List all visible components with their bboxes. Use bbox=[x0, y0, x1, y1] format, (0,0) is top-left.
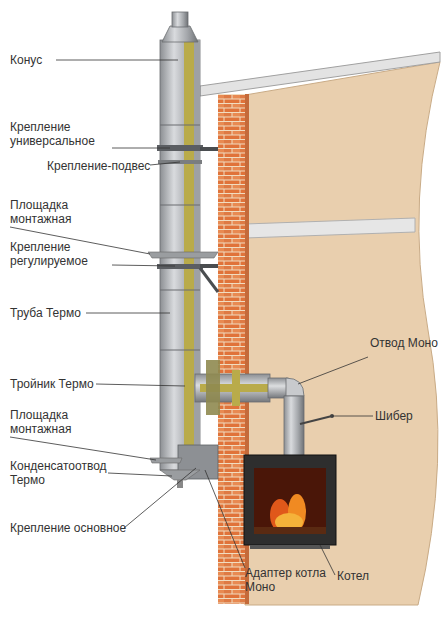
part-label: Крепление универсальное bbox=[10, 120, 110, 148]
part-label: Конденсатоотвод Термо bbox=[10, 459, 120, 487]
part-label: Крепление основное bbox=[10, 521, 140, 535]
part-label: Тройник Термо bbox=[10, 377, 130, 391]
part-label: Котел bbox=[337, 569, 397, 583]
part-label: Труба Термо bbox=[10, 306, 130, 320]
leader-lines bbox=[10, 60, 373, 575]
part-label: Отвод Моно bbox=[370, 336, 440, 350]
part-label: Крепление регулируемое bbox=[10, 240, 110, 268]
part-label: Крепление-подвес bbox=[47, 159, 177, 173]
part-label: Площадка монтажная bbox=[10, 408, 100, 436]
part-label: Площадка монтажная bbox=[10, 198, 100, 226]
part-label: Конус bbox=[10, 53, 130, 67]
part-label: Шибер bbox=[375, 409, 435, 423]
